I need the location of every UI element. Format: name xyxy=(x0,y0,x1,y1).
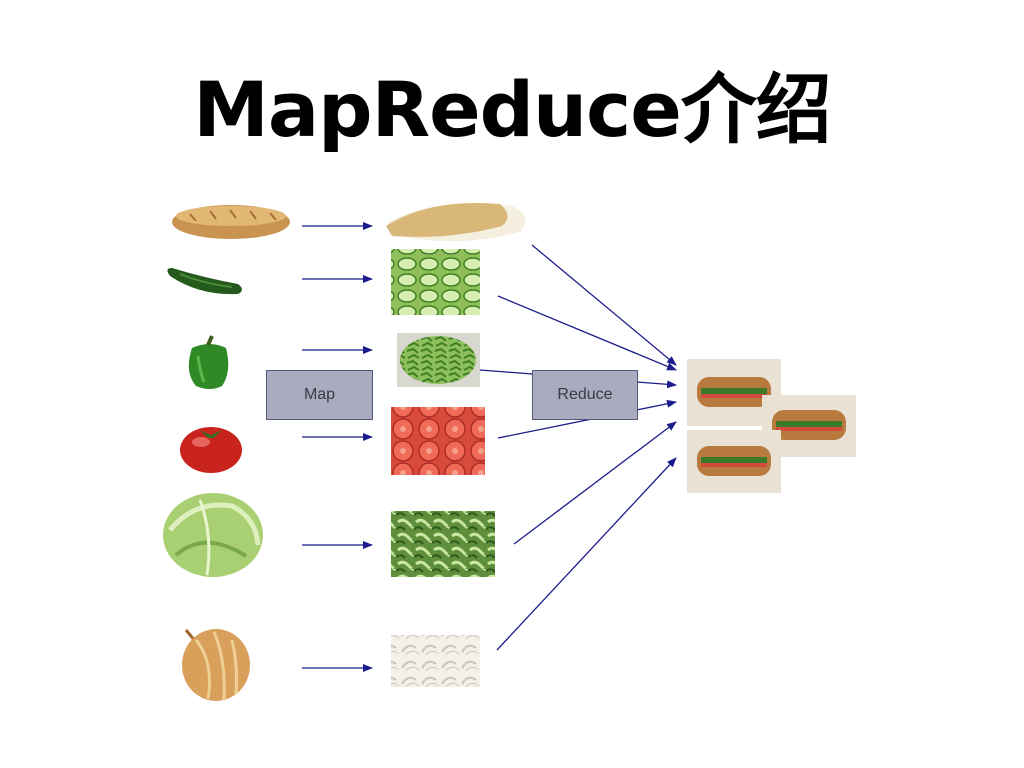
reduce-label: Reduce xyxy=(557,386,613,403)
sliced-onion-icon xyxy=(391,635,480,687)
chopped-pepper-icon xyxy=(397,333,480,387)
map-label: Map xyxy=(303,386,336,403)
reduce-stage-box: Reduce xyxy=(532,370,638,420)
green-pepper-icon xyxy=(188,335,229,389)
onion-icon xyxy=(182,629,250,701)
cucumber-icon xyxy=(167,268,242,295)
tomato-icon xyxy=(180,427,242,473)
sliced-bread-icon xyxy=(386,202,526,242)
bread-loaf-icon xyxy=(172,205,290,239)
sliced-cucumber-icon xyxy=(391,249,480,315)
shredded-lettuce-icon xyxy=(391,511,495,577)
slide-title: MapReduce介绍 xyxy=(193,65,832,154)
reduce-arrows xyxy=(479,244,677,651)
sandwich-icon-3 xyxy=(687,430,781,493)
sliced-tomato-icon xyxy=(391,407,485,475)
map-arrows xyxy=(302,222,373,672)
lettuce-head-icon xyxy=(163,493,263,577)
map-stage-box: Map xyxy=(266,370,373,420)
